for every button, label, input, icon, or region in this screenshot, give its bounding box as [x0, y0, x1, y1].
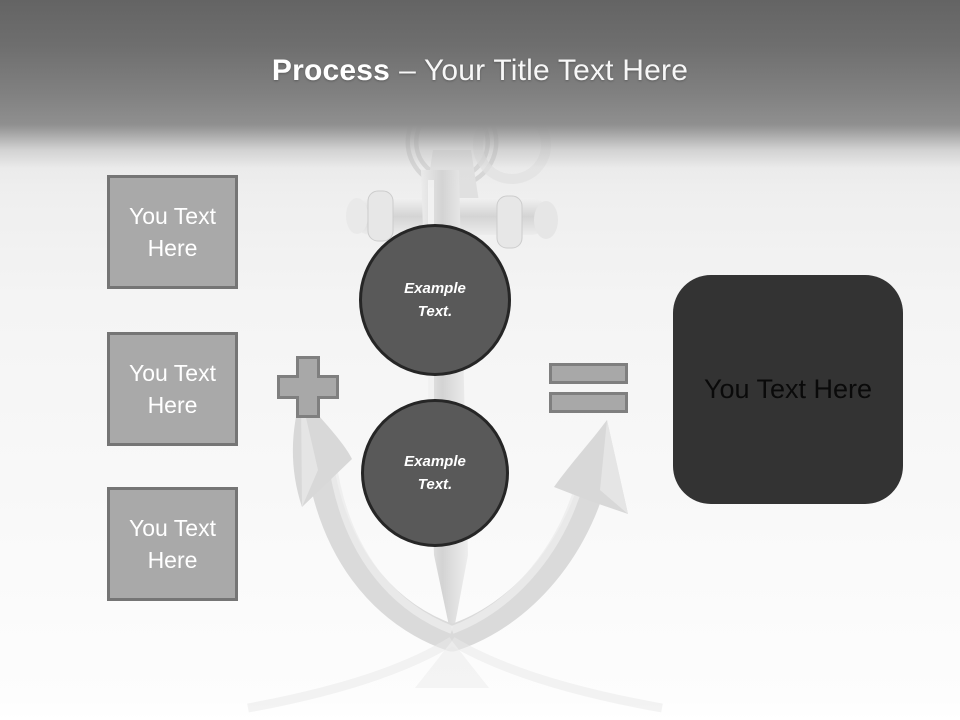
header-gradient-band [0, 0, 960, 190]
slide-title-subtitle: – Your Title Text Here [399, 54, 689, 87]
text-placeholder-box-3[interactable]: You Text Here [107, 487, 238, 601]
result-placeholder-box[interactable]: You Text Here [673, 275, 903, 504]
example-circle-label: Example Text. [404, 453, 466, 493]
example-circle-1[interactable]: Example Text. [359, 224, 511, 376]
text-placeholder-box-2[interactable]: You Text Here [107, 332, 238, 446]
result-placeholder-label: You Text Here [703, 374, 873, 404]
equals-icon [549, 363, 628, 413]
text-placeholder-label: You Text Here [129, 203, 216, 261]
slide-title-keyword: Process [271, 54, 391, 87]
text-placeholder-label: You Text Here [129, 360, 216, 418]
text-placeholder-label: You Text Here [129, 515, 216, 573]
example-circle-2[interactable]: Example Text. [361, 399, 509, 547]
equals-bar-top [549, 363, 628, 384]
slide-title[interactable]: Process– Your Title Text Here [0, 52, 960, 90]
text-placeholder-box-1[interactable]: You Text Here [107, 175, 238, 289]
example-circle-label: Example Text. [404, 280, 466, 320]
equals-bar-bottom [549, 392, 628, 413]
plus-icon [277, 356, 339, 418]
